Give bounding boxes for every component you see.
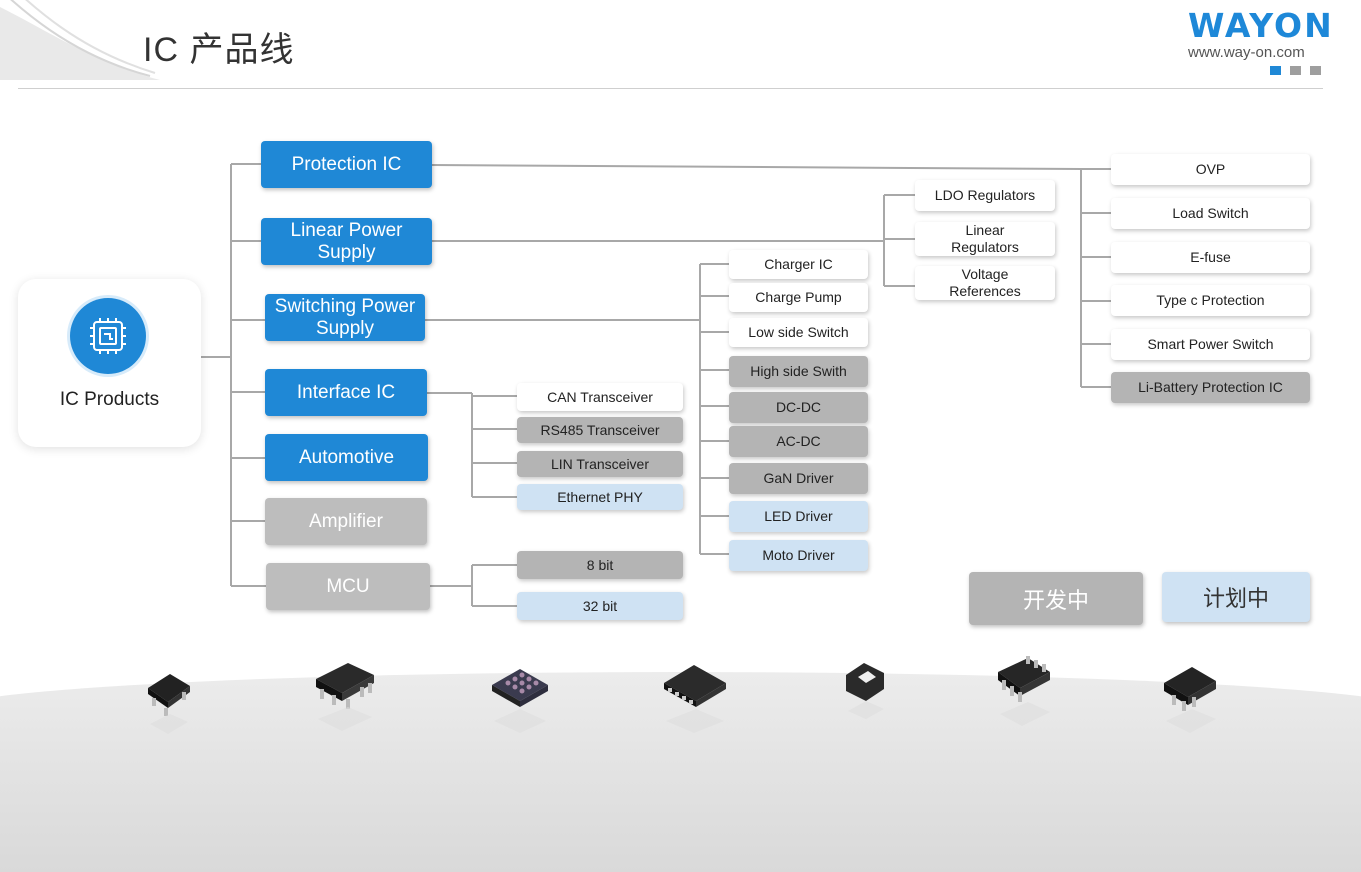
chip-sot23-5-icon: [316, 663, 374, 731]
product-32-bit: 32 bit: [517, 592, 683, 620]
category-interface-ic: Interface IC: [265, 369, 427, 416]
tree-connectors: [200, 163, 1112, 607]
product-load-switch: Load Switch: [1111, 198, 1310, 229]
logo-square-blue: [1270, 66, 1281, 75]
product-li-battery-protection: Li-Battery Protection IC: [1111, 372, 1310, 403]
product-ovp: OVP: [1111, 154, 1310, 185]
category-protection-ic: Protection IC: [261, 141, 432, 188]
logo-square-gray: [1290, 66, 1301, 75]
root-label: IC Products: [59, 389, 160, 410]
product-lin-transceiver: LIN Transceiver: [517, 451, 683, 477]
product-ldo-regulators: LDO Regulators: [915, 180, 1055, 211]
company-logo: WAYON www.way-on.com: [1188, 6, 1332, 76]
chip-sot89-icon: [1164, 667, 1216, 733]
logo-text: WAYON: [1188, 6, 1334, 45]
product-led-driver: LED Driver: [729, 501, 868, 532]
chip-sot23-icon: [148, 674, 190, 734]
product-charger-ic: Charger IC: [729, 250, 868, 279]
product-e-fuse: E-fuse: [1111, 242, 1310, 273]
category-mcu: MCU: [266, 563, 430, 610]
product-rs485-transceiver: RS485 Transceiver: [517, 417, 683, 443]
logo-square-gray: [1310, 66, 1321, 75]
root-node-card: IC Products: [18, 279, 201, 447]
product-ac-dc: AC-DC: [729, 426, 868, 457]
product-smart-power-switch: Smart Power Switch: [1111, 329, 1310, 360]
product-dc-dc: DC-DC: [729, 392, 868, 423]
product-voltage-references: Voltage References: [915, 266, 1055, 300]
logo-url: www.way-on.com: [1188, 44, 1305, 61]
legend-developing: 开发中: [969, 572, 1143, 625]
category-automotive: Automotive: [265, 434, 428, 481]
category-switching-power-supply: Switching Power Supply: [265, 294, 425, 341]
chip-dfn-icon: [664, 665, 726, 733]
product-8-bit: 8 bit: [517, 551, 683, 579]
product-linear-regulators: Linear Regulators: [915, 222, 1055, 256]
product-can-transceiver: CAN Transceiver: [517, 383, 683, 411]
product-type-c-protection: Type c Protection: [1111, 285, 1310, 316]
chip-sot23-6-icon: [998, 656, 1050, 726]
decorative-swoosh: [0, 0, 160, 80]
header-divider: [18, 88, 1323, 89]
legend-planned: 计划中: [1162, 572, 1310, 622]
category-amplifier: Amplifier: [265, 498, 427, 545]
chip-bga-icon: [492, 669, 548, 733]
product-ethernet-phy: Ethernet PHY: [517, 484, 683, 510]
product-low-side-switch: Low side Switch: [729, 318, 868, 347]
product-gan-driver: GaN Driver: [729, 463, 868, 494]
chip-wlcsp-icon: [846, 663, 884, 719]
product-charge-pump: Charge Pump: [729, 283, 868, 312]
product-moto-driver: Moto Driver: [729, 540, 868, 571]
category-linear-power-supply: Linear Power Supply: [261, 218, 432, 265]
page-title: IC 产品线: [143, 31, 295, 69]
chip-icon: [70, 298, 146, 374]
product-high-side-switch: High side Swith: [729, 356, 868, 387]
